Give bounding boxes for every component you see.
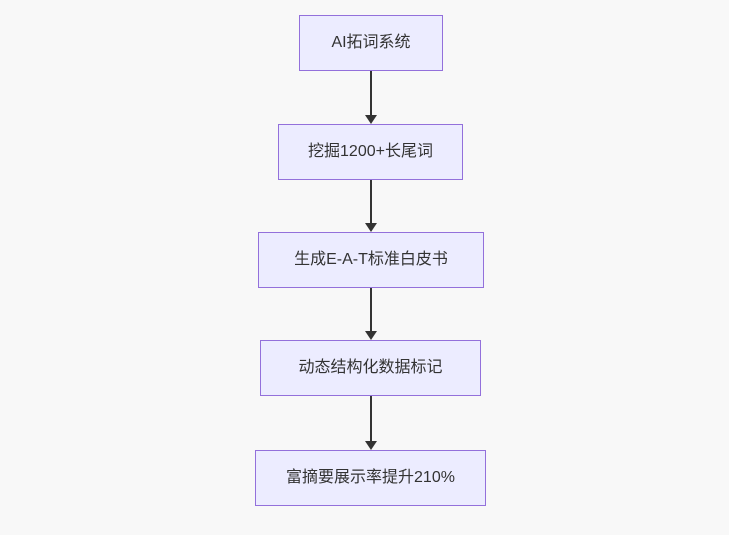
flow-node-label: AI拓词系统	[331, 34, 411, 51]
flow-node-label: 富摘要展示率提升210%	[286, 469, 455, 486]
flow-arrow-4	[370, 396, 372, 441]
flow-node-dynamic-structured-data-markup: 动态结构化数据标记	[260, 340, 481, 396]
flow-node-label: 生成E-A-T标准白皮书	[294, 251, 448, 268]
flow-node-rich-snippet-rate-increase: 富摘要展示率提升210%	[255, 450, 486, 506]
flow-arrow-3	[370, 288, 372, 331]
flow-node-generate-eat-whitepaper: 生成E-A-T标准白皮书	[258, 232, 484, 288]
flow-node-label: 动态结构化数据标记	[298, 359, 443, 376]
flow-node-mine-longtail-keywords: 挖掘1200+长尾词	[278, 124, 463, 180]
flow-node-label: 挖掘1200+长尾词	[308, 143, 433, 160]
flow-node-ai-word-expansion-system: AI拓词系统	[299, 15, 443, 71]
flow-arrow-1	[370, 71, 372, 115]
flow-arrow-2	[370, 180, 372, 223]
